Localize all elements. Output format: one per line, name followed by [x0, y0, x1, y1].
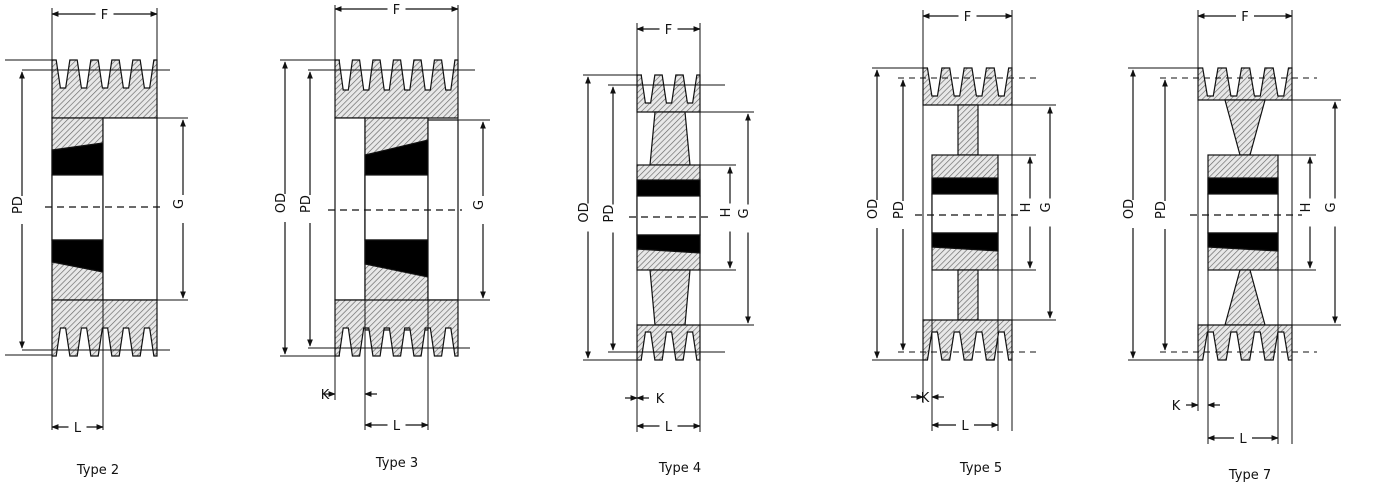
g-dimension-label: G: [1324, 202, 1339, 212]
web-bottom: [1224, 269, 1266, 326]
pd-dimension-label: PD: [299, 195, 314, 213]
bore-band-top: [636, 179, 701, 197]
od-dimension-label: OD: [866, 199, 881, 219]
h-dimension-label: H: [719, 208, 734, 218]
bore: [364, 174, 429, 241]
bottom-grooved-rim: [334, 299, 459, 357]
k-dimension-label: K: [321, 388, 330, 403]
h-dimension-label: H: [1299, 203, 1314, 213]
type-2-pulley: F PD G L Type 2: [5, 8, 188, 478]
pd-dimension-label: PD: [602, 205, 617, 223]
web-bottom: [957, 269, 979, 321]
k-dimension-label: K: [921, 391, 930, 406]
bore: [931, 193, 999, 234]
bore-band-top: [931, 177, 999, 195]
type-caption: Type 2: [76, 463, 119, 478]
l-dimension-label: L: [961, 419, 969, 434]
h-dimension-label: H: [1019, 203, 1034, 213]
f-dimension-label: F: [665, 23, 672, 38]
f-dimension-label: F: [393, 3, 400, 18]
k-dimension-label: K: [1172, 399, 1181, 414]
top-grooved-rim: [51, 59, 158, 119]
pd-dimension-label: PD: [1154, 201, 1169, 219]
web-bottom: [649, 269, 691, 326]
pd-dimension-label: PD: [11, 196, 26, 214]
top-grooved-rim: [1197, 67, 1293, 101]
type-caption: Type 5: [959, 461, 1002, 476]
web-top: [649, 111, 691, 166]
bore: [636, 195, 701, 236]
type-caption: Type 3: [375, 456, 418, 471]
bottom-grooved-rim: [1197, 324, 1293, 361]
bore-band-top: [1207, 177, 1279, 195]
g-dimension-label: G: [1039, 202, 1054, 212]
f-dimension-label: F: [1241, 10, 1248, 25]
od-dimension-label: OD: [577, 202, 592, 222]
bore-band-bottom: [931, 232, 999, 252]
g-dimension-label: G: [172, 199, 187, 209]
f-dimension-label: F: [964, 10, 971, 25]
l-dimension-label: L: [74, 421, 82, 436]
hub-recess-left: [334, 117, 366, 301]
k-dimension-label: K: [656, 392, 665, 407]
type-caption: Type 4: [658, 461, 701, 476]
bore: [1207, 193, 1279, 234]
g-dimension-label: G: [737, 208, 752, 218]
web-top: [1224, 99, 1266, 156]
g-dimension-label: G: [472, 200, 487, 210]
l-dimension-label: L: [393, 419, 401, 434]
top-grooved-rim: [334, 59, 459, 119]
type-caption: Type 7: [1228, 468, 1271, 483]
top-grooved-rim: [636, 74, 701, 113]
pd-dimension-label: PD: [892, 201, 907, 219]
bore-band-bottom: [1207, 232, 1279, 252]
bottom-grooved-rim: [636, 324, 701, 361]
hub-recess: [102, 117, 158, 301]
f-dimension-label: F: [101, 8, 108, 23]
web-top: [957, 104, 979, 156]
l-dimension-label: L: [1239, 432, 1247, 447]
od-dimension-label: OD: [1122, 199, 1137, 219]
type-3-pulley: F OD PD G K L Type 3: [274, 3, 490, 471]
l-dimension-label: L: [665, 420, 673, 435]
od-dimension-label: OD: [274, 193, 289, 213]
bottom-grooved-rim: [51, 299, 158, 357]
top-grooved-rim: [922, 67, 1013, 106]
bottom-grooved-rim: [922, 319, 1013, 361]
